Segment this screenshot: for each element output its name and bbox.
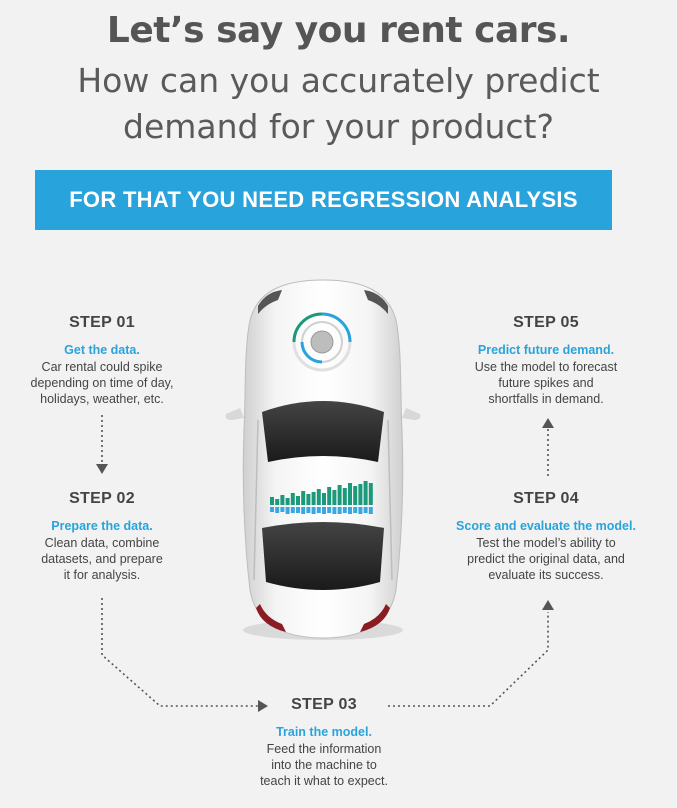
roof-bar-green [280, 495, 285, 505]
step-title: STEP 05 [513, 314, 579, 331]
step-heading: Prepare the data. [51, 519, 153, 533]
step-heading: Score and evaluate the model. [456, 519, 636, 533]
left-taillight [256, 604, 286, 632]
connector-step2-step3 [101, 598, 258, 707]
roof-bar-green [368, 483, 373, 505]
roof-bar-blue [306, 507, 311, 513]
right-mirror [402, 408, 421, 420]
step-description: Feed the information into the machine to… [260, 742, 388, 788]
roof-bar-green [353, 486, 358, 505]
roof-bar-green [316, 489, 321, 505]
roof-bar-blue [337, 507, 342, 514]
step-title: STEP 02 [69, 490, 135, 507]
step-heading: Train the model. [276, 725, 372, 739]
arrow-right-icon [258, 700, 268, 712]
subheadline-line-1: How can you accurately predict [77, 61, 600, 100]
subheadline: How can you accurately predict demand fo… [0, 58, 677, 150]
arrowheads [96, 418, 554, 712]
roof-bar-chart [270, 481, 373, 514]
roof-bar-blue [285, 507, 290, 514]
step-heading: Get the data. [64, 343, 140, 357]
roof-bar-blue [316, 507, 321, 513]
roof-bar-blue [296, 507, 300, 513]
roof-bar-green [290, 493, 295, 505]
roof-bar-blue [327, 507, 332, 513]
roof-bar-green [296, 496, 300, 505]
flow-connectors [101, 415, 549, 707]
left-headlight [258, 290, 282, 314]
arrow-up-icon [542, 600, 554, 610]
roof-bar-blue [290, 507, 295, 513]
data-spinner-icon [292, 312, 352, 372]
step-title: STEP 03 [291, 696, 357, 713]
step-description: Clean data, combine datasets, and prepar… [41, 536, 163, 582]
roof-bar-blue [280, 507, 285, 512]
roof-bar-green [363, 481, 368, 505]
roof-bar-blue [353, 507, 358, 513]
step-description: Use the model to forecast future spikes … [474, 360, 618, 406]
roof-bar-green [322, 493, 326, 505]
roof-bar-blue [311, 507, 316, 514]
roof-bar-green [332, 490, 337, 505]
roof-bar-green [337, 485, 342, 505]
roof-bar-blue [342, 507, 347, 513]
step-title: STEP 04 [513, 490, 579, 507]
subheadline-line-2: demand for your product? [123, 107, 554, 146]
roof-bar-green [311, 492, 316, 505]
left-mirror [225, 408, 244, 420]
roof-bar-blue [363, 507, 368, 513]
roof-bar-blue [358, 507, 363, 514]
windshield [262, 401, 384, 462]
connector-step3-step4 [388, 612, 549, 707]
roof-bar-green [270, 497, 274, 505]
roof-bar-green [358, 484, 363, 505]
step-05: STEP 05 Predict future demand. Use the m… [446, 314, 646, 407]
roof-bar-blue [301, 507, 306, 514]
step-02: STEP 02 Prepare the data. Clean data, co… [2, 490, 202, 583]
roof-bar-green [327, 487, 332, 505]
roof-bar-green [342, 488, 347, 505]
roof-bar-blue [368, 507, 373, 514]
rear-window [262, 522, 384, 590]
step-title: STEP 01 [69, 314, 135, 331]
regression-banner: FOR THAT YOU NEED REGRESSION ANALYSIS [35, 170, 612, 230]
roof-bar-blue [270, 507, 274, 512]
roof-bar-blue [332, 507, 337, 514]
step-04: STEP 04 Score and evaluate the model. Te… [446, 490, 646, 583]
right-headlight [364, 290, 388, 314]
arrow-down-icon [96, 464, 108, 474]
step-01: STEP 01 Get the data. Car rental could s… [2, 314, 202, 407]
car-illustration [225, 279, 421, 640]
right-taillight [360, 604, 390, 632]
roof-bar-green [285, 498, 290, 505]
roof-bar-blue [322, 507, 326, 514]
roof-bar-green [301, 491, 306, 505]
roof-bar-green [275, 499, 280, 505]
step-heading: Predict future demand. [477, 343, 615, 357]
step-03: STEP 03 Train the model. Feed the inform… [224, 696, 424, 789]
arrow-up-icon [542, 418, 554, 428]
step-description: Test the model’s ability to predict the … [467, 536, 625, 582]
roof-bar-blue [275, 507, 280, 513]
headline: Let’s say you rent cars. [106, 10, 571, 51]
step-description: Car rental could spike depending on time… [30, 360, 174, 406]
roof-bar-blue [348, 507, 352, 514]
roof-bar-green [306, 494, 311, 505]
roof-bar-green [348, 483, 352, 505]
